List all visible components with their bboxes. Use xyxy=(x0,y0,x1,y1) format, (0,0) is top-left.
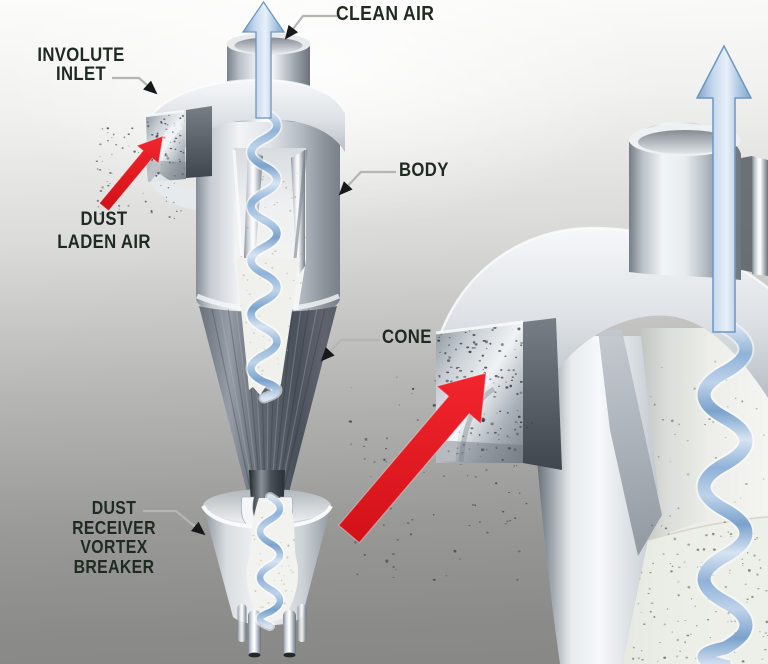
detail-vortex-spiral xyxy=(697,319,753,664)
leader-clean-air xyxy=(284,14,337,40)
main-cyclone xyxy=(95,0,346,658)
label-line: CONE xyxy=(382,327,432,348)
detail-outer-wall-strip xyxy=(752,156,768,276)
receiver-spiral xyxy=(256,493,284,630)
dust-laden-air-arrow xyxy=(98,135,164,212)
label-involute-inlet: INVOLUTE INLET xyxy=(29,46,133,84)
dust-cloud xyxy=(95,127,182,221)
leader-cone xyxy=(320,338,380,362)
vortex-spiral xyxy=(247,108,281,402)
leader-involute-inlet xyxy=(112,76,158,95)
label-line: CLEAN AIR xyxy=(336,3,435,25)
label-line: INLET xyxy=(55,64,107,85)
inlet-channel-shadow xyxy=(186,106,212,178)
label-line: INVOLUTE xyxy=(37,45,125,66)
label-clean-air: CLEAN AIR xyxy=(336,4,434,25)
label-line: VORTEX xyxy=(80,537,148,557)
detail-cut-edge xyxy=(598,330,662,556)
cone-striations xyxy=(211,308,326,499)
clean-air-arrow xyxy=(241,0,286,119)
label-body: BODY xyxy=(399,160,449,181)
detail-blue-arrow xyxy=(695,44,755,664)
inlet-curl xyxy=(149,121,183,181)
label-line: DUST xyxy=(91,498,137,518)
detail-wall-seam xyxy=(741,156,752,272)
detail-clean-air-arrow xyxy=(695,44,753,333)
label-line: BREAKER xyxy=(73,556,155,577)
label-cone: CONE xyxy=(382,327,432,348)
detail-inlet-channel-shadow xyxy=(523,318,562,470)
label-line: BODY xyxy=(399,160,449,181)
label-line: LADEN AIR xyxy=(57,232,151,253)
label-dust-laden-air: DUST LADEN AIR xyxy=(49,208,158,254)
label-line: DUST xyxy=(80,209,128,230)
leader-lines xyxy=(112,14,396,536)
label-line: RECEIVER xyxy=(72,517,156,538)
leader-body xyxy=(338,170,396,196)
label-dust-receiver: DUST RECEIVER VORTEX BREAKER xyxy=(62,498,166,577)
detail-red-arrow xyxy=(337,372,487,544)
leader-dust-receiver xyxy=(143,509,206,536)
detail-view xyxy=(337,44,768,664)
